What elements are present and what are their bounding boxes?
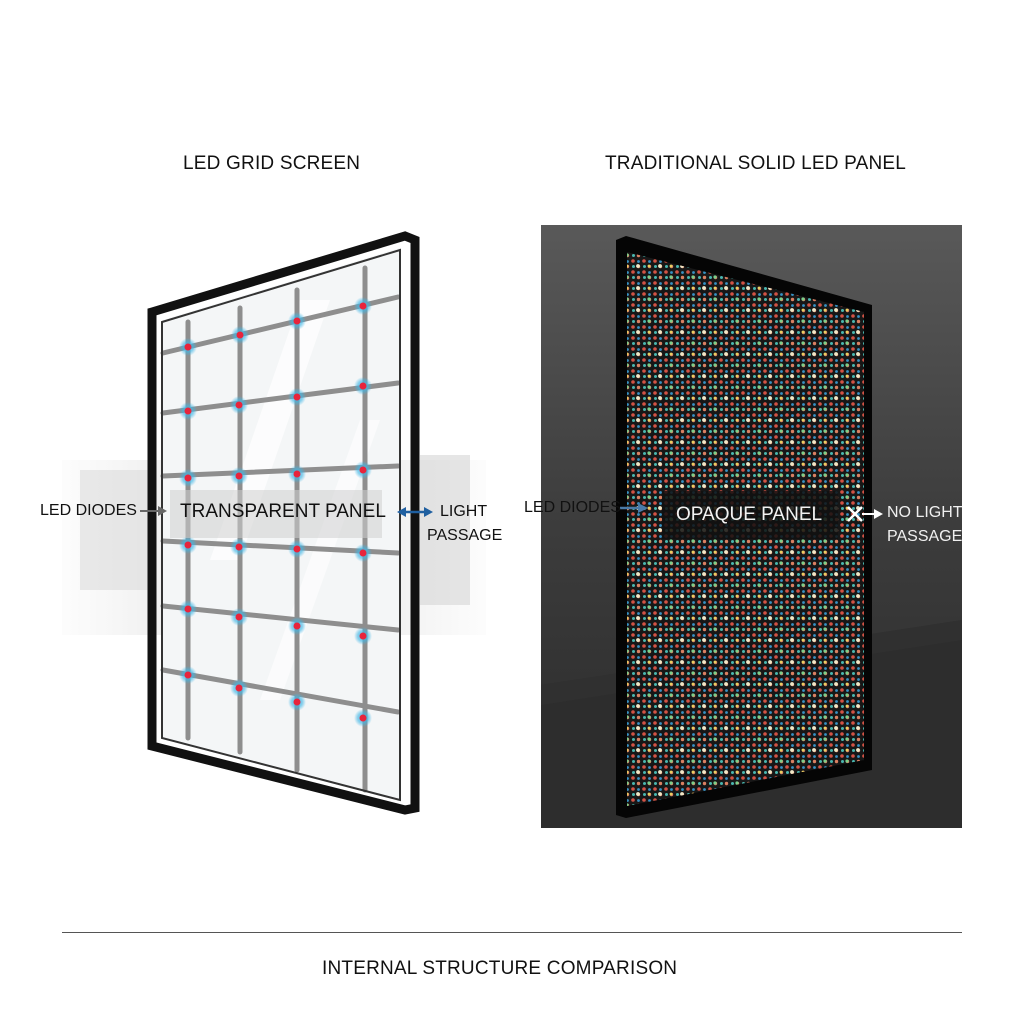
light-passage-label-line1: LIGHT xyxy=(440,503,488,520)
light-passage-label-line2: PASSAGE xyxy=(427,527,503,544)
section-divider xyxy=(62,932,962,933)
x-mark-icon xyxy=(846,506,847,507)
left-diagram-title: LED GRID SCREEN xyxy=(183,153,361,174)
footer-caption: INTERNAL STRUCTURE COMPARISON xyxy=(322,958,678,979)
no-light-passage-label-line1: NO LIGHT xyxy=(887,504,963,521)
transparent-panel-label: TRANSPARENT PANEL xyxy=(180,501,386,522)
left-led-diodes-label: LED DIODES xyxy=(40,502,137,519)
opaque-panel-label: OPAQUE PANEL xyxy=(676,504,823,525)
right-led-diodes-label: LED DIODES xyxy=(524,499,621,516)
no-light-passage-label-line2: PASSAGE xyxy=(887,528,963,545)
right-diagram-title: TRADITIONAL SOLID LED PANEL xyxy=(605,153,907,174)
